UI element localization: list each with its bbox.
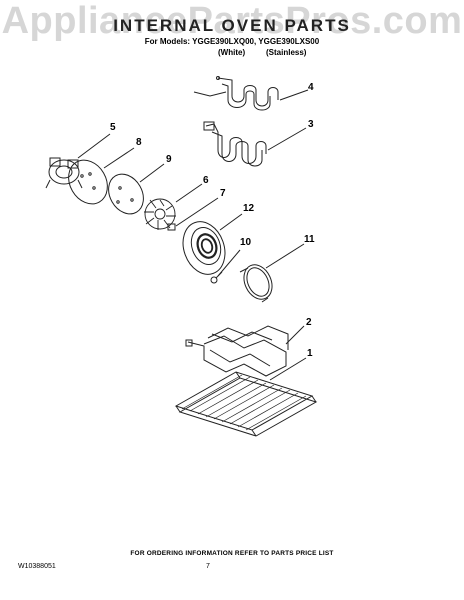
leader-line-1 — [269, 357, 307, 381]
callout-1: 1 — [307, 348, 313, 359]
fan-blade-drawing — [144, 198, 176, 230]
callout-9: 9 — [166, 154, 172, 165]
leader-line-3 — [267, 127, 307, 151]
leader-line-7 — [175, 197, 219, 227]
leader-line-8 — [103, 147, 135, 169]
convection-ring-element-drawing — [239, 264, 273, 303]
fan-baffle-drawing — [182, 221, 226, 275]
leader-line-6 — [175, 183, 203, 203]
broil-element-drawing — [193, 76, 279, 111]
doc-number: W10388051 — [18, 563, 56, 570]
leader-line-4 — [279, 89, 309, 101]
fan-nut-drawing — [167, 223, 176, 231]
callout-10: 10 — [240, 237, 252, 248]
callout-8: 8 — [136, 137, 142, 148]
bake-element-drawing — [203, 121, 267, 167]
leader-line-2 — [285, 325, 305, 345]
leader-line-10 — [217, 249, 241, 277]
mounting-plate-drawing — [68, 159, 108, 205]
models-line: For Models: YGGE390LXQ00, YGGE390LXS00 — [144, 37, 320, 46]
page-title: INTERNAL OVEN PARTS — [113, 16, 351, 35]
finish-white-label: (White) — [218, 48, 246, 57]
callout-2: 2 — [306, 317, 312, 328]
lower-bake-element-drawing — [185, 325, 289, 377]
leader-line-12 — [219, 213, 243, 231]
callout-3: 3 — [308, 119, 314, 130]
finish-stainless-label: (Stainless) — [266, 48, 307, 57]
callout-12: 12 — [243, 203, 255, 214]
oven-rack-drawing — [174, 371, 318, 437]
callout-4: 4 — [308, 82, 314, 93]
leader-line-9 — [139, 163, 165, 183]
insulation-plate-drawing — [108, 173, 144, 215]
callout-11: 11 — [304, 234, 315, 245]
motor-drawing — [45, 157, 83, 189]
callout-6: 6 — [203, 175, 209, 186]
footer-note: FOR ORDERING INFORMATION REFER TO PARTS … — [130, 550, 334, 557]
callout-7: 7 — [220, 188, 226, 199]
watermark-text: AppliancePartsPros.com — [1, 0, 463, 42]
callout-5: 5 — [110, 122, 116, 133]
leader-line-11 — [265, 243, 305, 269]
page-number: 7 — [206, 563, 210, 570]
leader-line-5 — [77, 133, 111, 159]
